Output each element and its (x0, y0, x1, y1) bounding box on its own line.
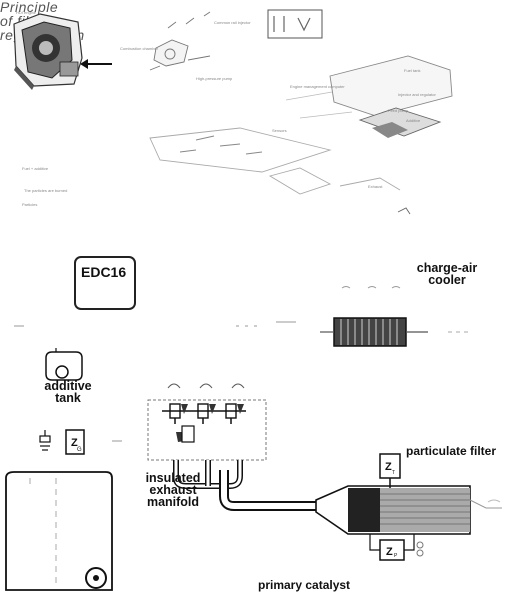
fuel-tank-illustration (286, 56, 452, 138)
svg-text:Fuel tank: Fuel tank (404, 68, 420, 73)
svg-text:HDI engine: HDI engine (16, 10, 37, 15)
engine-illustration (14, 14, 82, 90)
svg-text:Particles: Particles (22, 202, 37, 207)
small-valve (40, 430, 50, 450)
pump-illustration (150, 12, 210, 70)
exhaust-manifold-label: insulated exhaust manifold (136, 472, 210, 508)
svg-text:High-pressure pump: High-pressure pump (196, 76, 233, 81)
particulate-filter-label: particulate filter (406, 444, 496, 458)
temperature-sensor-icon: Z T (380, 454, 400, 488)
svg-text:Z: Z (385, 461, 392, 473)
additive-tank (46, 348, 82, 380)
svg-text:Combustion chamber: Combustion chamber (120, 46, 159, 51)
svg-text:Z: Z (386, 546, 393, 558)
exhaust-manifold-label-line-3: manifold (136, 496, 210, 508)
pressure-sensor-icon: Z G (66, 430, 84, 454)
svg-text:Engine management computer: Engine management computer (290, 84, 345, 89)
charge-air-cooler (320, 287, 470, 347)
additive-tank-label: additive tank (40, 380, 96, 404)
svg-text:Sensors: Sensors (272, 128, 287, 133)
edc16-label: EDC16 (81, 264, 126, 280)
engine-block (148, 384, 266, 460)
svg-text:Additive: Additive (406, 118, 421, 123)
svg-text:Fuel + additive: Fuel + additive (22, 166, 49, 171)
svg-text:Common rail injector: Common rail injector (214, 20, 251, 25)
charge-air-cooler-label: charge-air cooler (406, 262, 488, 286)
filter-housing (316, 486, 502, 534)
svg-text:Feed pump: Feed pump (388, 108, 409, 113)
graph-icon (268, 10, 322, 38)
svg-text:The particles are burned: The particles are burned (24, 188, 67, 193)
system-sketch (150, 128, 410, 214)
differential-pressure-sensor-icon: Z P (370, 534, 423, 560)
svg-text:Injector and regulator: Injector and regulator (398, 92, 436, 97)
svg-text:G: G (77, 447, 82, 453)
arrow-to-engine (80, 59, 112, 69)
svg-text:Exhaust: Exhaust (368, 184, 383, 189)
svg-text:T: T (392, 470, 395, 476)
charge-air-cooler-label-line-2: cooler (406, 274, 488, 286)
primary-catalyst-label: primary catalyst (258, 578, 350, 592)
additive-tank-label-line-2: tank (40, 392, 96, 404)
fuel-tank (6, 472, 112, 590)
